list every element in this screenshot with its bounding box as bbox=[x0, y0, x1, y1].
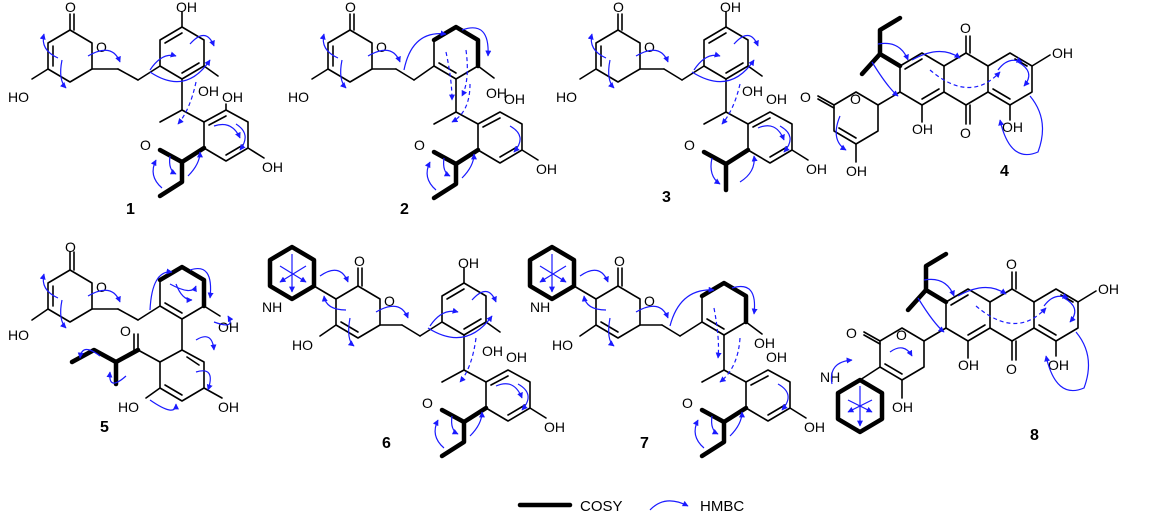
atom-label: HO bbox=[556, 89, 577, 105]
atom-label: OH bbox=[1052, 45, 1073, 61]
atom-label: OH bbox=[892, 399, 913, 415]
compound-4: O OH O O OH O OH OH 4 bbox=[800, 15, 1073, 180]
atom-label: OH bbox=[742, 83, 763, 99]
atom-label: O bbox=[345, 0, 356, 15]
atom-label: OH bbox=[198, 83, 219, 99]
atom-label: OH bbox=[536, 161, 557, 177]
atom-label: OH bbox=[176, 0, 197, 15]
compound-number: 5 bbox=[100, 419, 109, 436]
atom-label: O bbox=[800, 89, 811, 105]
compound-3: O O HO OH OH OH O OH 3 bbox=[556, 0, 827, 206]
atom-label: OH bbox=[754, 335, 775, 351]
compound-5: O O HO OH O HO OH 5 bbox=[8, 239, 239, 436]
atom-label: HO bbox=[288, 89, 309, 105]
atom-label: O bbox=[422, 395, 433, 411]
compound-number: 6 bbox=[382, 435, 391, 452]
atom-label: O bbox=[1006, 361, 1017, 377]
atom-label: OH bbox=[846, 163, 867, 179]
legend: COSY HMBC bbox=[517, 498, 744, 515]
compound-2: O O HO O OH OH OH 2 bbox=[288, 0, 557, 218]
atom-label: OH bbox=[262, 159, 283, 175]
atom-label: O bbox=[644, 293, 655, 309]
compound-7: NH O O HO OH OH O OH 7 bbox=[527, 244, 825, 459]
atom-label: NH bbox=[262, 299, 282, 315]
atom-label: OH bbox=[222, 89, 243, 105]
atom-label: OH bbox=[544, 419, 565, 435]
atom-label: O bbox=[96, 39, 107, 55]
atom-label: HO bbox=[292, 337, 313, 353]
compound-1: O O HO OH OH OH O OH 1 bbox=[8, 0, 283, 218]
atom-label: O bbox=[960, 20, 971, 36]
atom-label: HO bbox=[8, 89, 29, 105]
atom-label: O bbox=[384, 293, 395, 309]
atom-label: HO bbox=[118, 399, 139, 415]
atom-label: OH bbox=[912, 121, 933, 137]
compound-number: 2 bbox=[400, 201, 409, 218]
atom-label: OH bbox=[806, 161, 827, 177]
atom-label: O bbox=[414, 137, 425, 153]
atom-label: O bbox=[644, 39, 655, 55]
hmbc-legend-label: HMBC bbox=[700, 498, 744, 515]
atom-label: O bbox=[896, 327, 907, 343]
atom-label: O bbox=[140, 137, 151, 153]
compound-number: 8 bbox=[1030, 427, 1039, 444]
atom-label: O bbox=[376, 39, 387, 55]
atom-label: O bbox=[96, 279, 107, 295]
compound-number: 1 bbox=[126, 201, 135, 218]
atom-label: OH bbox=[1002, 119, 1023, 135]
atom-label: NH bbox=[820, 369, 840, 385]
atom-label: O bbox=[65, 0, 76, 15]
atom-label: OH bbox=[504, 91, 525, 107]
atom-label: HO bbox=[8, 327, 29, 343]
atom-label: OH bbox=[1098, 281, 1119, 297]
atom-label: O bbox=[614, 253, 625, 269]
cosy-legend-label: COSY bbox=[580, 498, 623, 515]
atom-label: OH bbox=[506, 349, 527, 365]
compound-number: 7 bbox=[640, 435, 649, 452]
atom-label: O bbox=[65, 239, 76, 255]
atom-label: NH bbox=[530, 299, 550, 315]
atom-label: OH bbox=[458, 255, 479, 271]
compound-number: 4 bbox=[1000, 163, 1009, 180]
atom-label: OH bbox=[482, 343, 503, 359]
atom-label: O bbox=[613, 0, 624, 15]
atom-label: OH bbox=[766, 91, 787, 107]
hmbc-legend-arrow bbox=[649, 500, 689, 511]
atom-label: O bbox=[354, 253, 365, 269]
atom-label: OH bbox=[766, 349, 787, 365]
atom-label: O bbox=[846, 325, 857, 341]
atom-label: OH bbox=[218, 319, 239, 335]
atom-label: OH bbox=[218, 399, 239, 415]
atom-label: OH bbox=[958, 357, 979, 373]
compound-8: O OH O O NH OH OH O OH 8 bbox=[820, 251, 1119, 444]
compound-number: 3 bbox=[662, 189, 671, 206]
atom-label: OH bbox=[804, 419, 825, 435]
atom-label: O bbox=[684, 137, 695, 153]
atom-label: HO bbox=[552, 337, 573, 353]
atom-label: O bbox=[850, 91, 861, 107]
atom-label: OH bbox=[1048, 357, 1069, 373]
atom-label: O bbox=[960, 125, 971, 141]
atom-label: O bbox=[1006, 256, 1017, 272]
atom-label: OH bbox=[486, 85, 507, 101]
compound-6: NH O O OH HO OH OH O OH 6 bbox=[262, 244, 565, 459]
atom-label: O bbox=[120, 323, 131, 339]
atom-label: O bbox=[682, 395, 693, 411]
atom-label: OH bbox=[720, 0, 741, 15]
